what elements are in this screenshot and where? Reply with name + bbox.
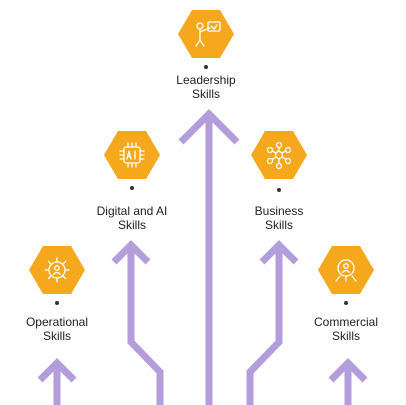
connector-dot-leadership <box>204 65 208 69</box>
label-business: Business Skills <box>219 204 339 232</box>
connector-dot-commercial <box>344 301 348 305</box>
arrow-digital-ai <box>111 240 164 405</box>
arrow-operational <box>37 358 77 405</box>
hexagon-business <box>251 131 307 179</box>
label-commercial: Commercial Skills <box>286 315 406 343</box>
label-digital-ai-line2: Skills <box>117 218 146 232</box>
arrows <box>37 109 368 405</box>
label-operational-line2: Skills <box>42 329 71 343</box>
label-commercial-line1: Commercial <box>313 315 378 329</box>
label-leadership-line2: Skills <box>191 87 220 101</box>
arrow-commercial <box>328 358 368 405</box>
arrow-business <box>246 240 299 405</box>
arrow-leadership <box>178 109 240 405</box>
presenter-icon <box>195 21 221 47</box>
ai-chip-icon <box>119 142 145 168</box>
label-leadership: Leadership Skills <box>146 73 266 101</box>
network-people-icon <box>266 141 292 170</box>
hexagon-digital-ai <box>104 131 160 179</box>
connector-dot-digital-ai <box>130 186 134 190</box>
label-digital-ai: Digital and AI Skills <box>72 204 192 232</box>
connector-dot-operational <box>55 301 59 305</box>
label-operational-line1: Operational <box>25 315 89 329</box>
label-digital-ai-line1: Digital and AI <box>96 204 168 218</box>
connector-dot-business <box>277 188 281 192</box>
money-person-icon <box>335 259 357 282</box>
hexagon-leadership <box>178 10 234 58</box>
label-business-line1: Business <box>254 204 304 218</box>
label-business-line2: Skills <box>264 218 293 232</box>
label-commercial-line2: Skills <box>331 329 360 343</box>
label-leadership-line1: Leadership <box>176 73 236 87</box>
gear-person-icon <box>44 257 70 283</box>
label-operational: Operational Skills <box>0 315 117 343</box>
